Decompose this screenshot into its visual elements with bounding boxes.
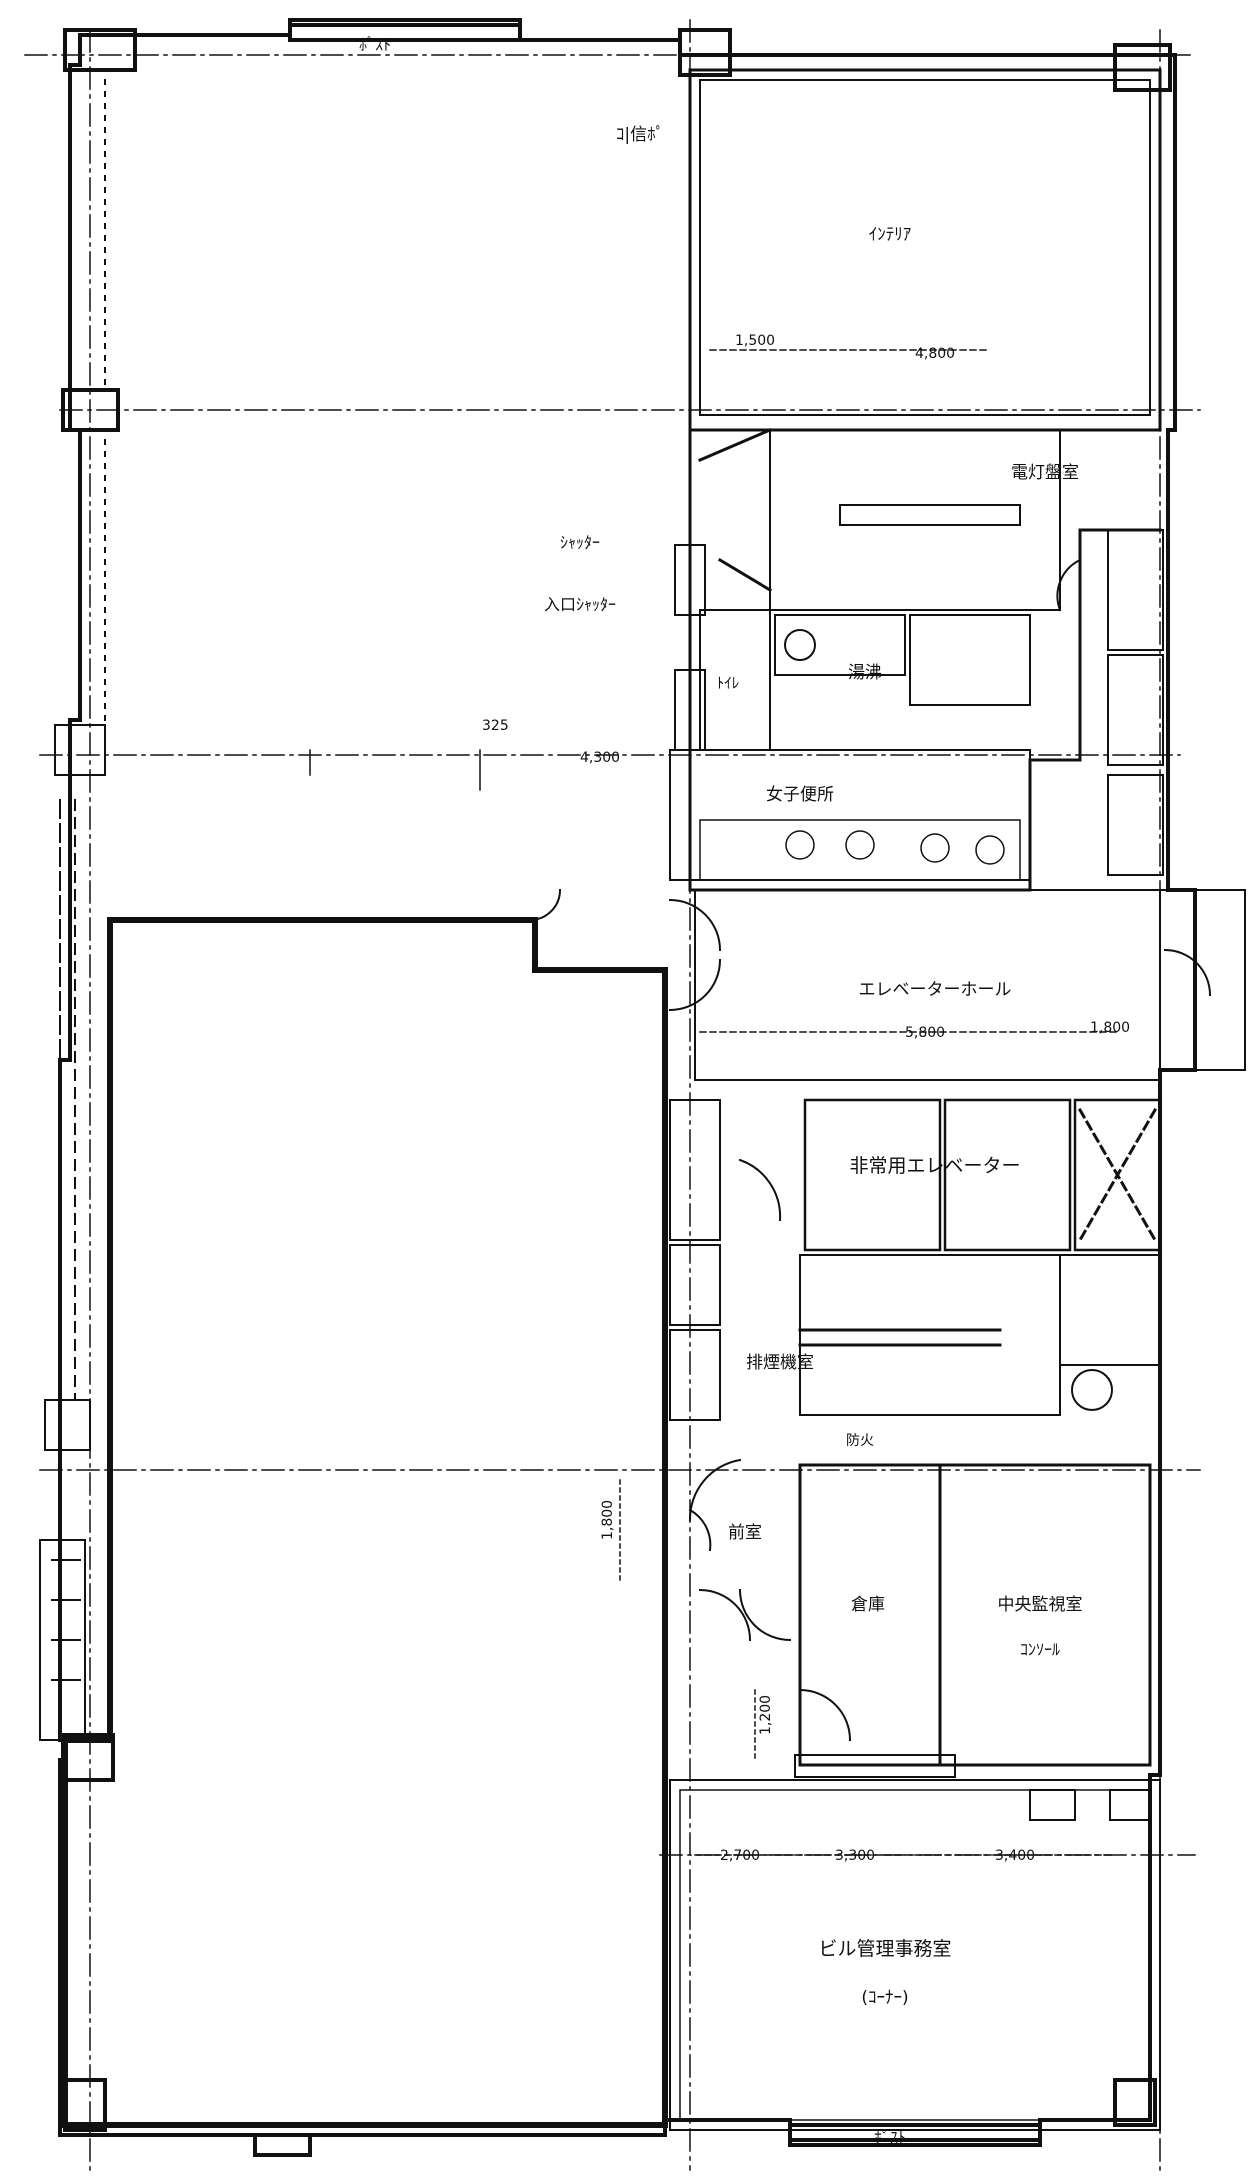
door-swings — [528, 558, 1212, 1742]
label-left-notes-a: ｼｬｯﾀｰ — [560, 533, 600, 552]
label-storage: 倉庫 — [851, 1595, 885, 1615]
label-control-room: 中央監視室 — [998, 1595, 1083, 1615]
core-walls — [669, 68, 1246, 2131]
dim-left-b: 4,300 — [580, 750, 620, 766]
label-left-notes-b: 入口ｼｬｯﾀｰ — [544, 595, 616, 614]
label-emergency-elevator: 非常用エレベーター — [849, 1155, 1020, 1177]
label-toilet: ﾄｲﾚ — [717, 674, 740, 692]
dimension-labels: 1,500 4,800 325 4,300 5,800 1,800 2,700 … — [482, 333, 1130, 1864]
label-meter: 前室 — [728, 1523, 762, 1543]
label-kitchen: 湯沸 — [848, 663, 882, 683]
dimension-lines — [309, 349, 1121, 1856]
label-building-office: ビル管理事務室 — [818, 1938, 951, 1960]
outer-walls — [58, 18, 1197, 2157]
tenant-boundary — [62, 917, 668, 2128]
room-labels: ﾎﾟｽﾄ ｺ|信ﾎﾟ ｲﾝﾃﾘｱ 電灯盤室 ｼｬｯﾀｰ 入口ｼｬｯﾀｰ ﾄｲﾚ … — [359, 35, 1083, 2147]
dim-office-a: 2,700 — [720, 1848, 760, 1864]
label-control-sub: ｺﾝｿｰﾙ — [1020, 1640, 1060, 1659]
label-sprinkler: 排煙機室 — [746, 1353, 814, 1373]
label-machine-room: ｲﾝﾃﾘｱ — [869, 225, 912, 245]
dim-hall-b: 1,800 — [1090, 1020, 1130, 1036]
dim-office-c: 3,400 — [995, 1848, 1035, 1864]
label-building-office-sub: (ｺｰﾅｰ) — [861, 1988, 908, 2008]
label-women-wc: 女子便所 — [766, 785, 834, 805]
dim-left-a: 325 — [482, 718, 509, 734]
label-elevator-hall: エレベーターホール — [859, 980, 1012, 1000]
label-bottom-sign: ﾎﾟｽﾄ — [874, 2128, 906, 2147]
label-top-left-sign: ﾎﾟｽﾄ — [359, 35, 391, 54]
dim-vert-b: 1,200 — [758, 1695, 774, 1735]
label-electric-room: 電灯盤室 — [1011, 463, 1079, 483]
label-flammable: 防火 — [846, 1433, 874, 1449]
dim-machine-b: 4,800 — [915, 346, 955, 362]
dim-office-b: 3,300 — [835, 1848, 875, 1864]
label-utility: ｺ|信ﾎﾟ — [616, 125, 664, 145]
dim-machine-a: 1,500 — [735, 333, 775, 349]
left-facade-detail — [39, 79, 106, 1741]
dim-vert-a: 1,800 — [600, 1500, 616, 1540]
dim-hall: 5,800 — [905, 1025, 945, 1041]
